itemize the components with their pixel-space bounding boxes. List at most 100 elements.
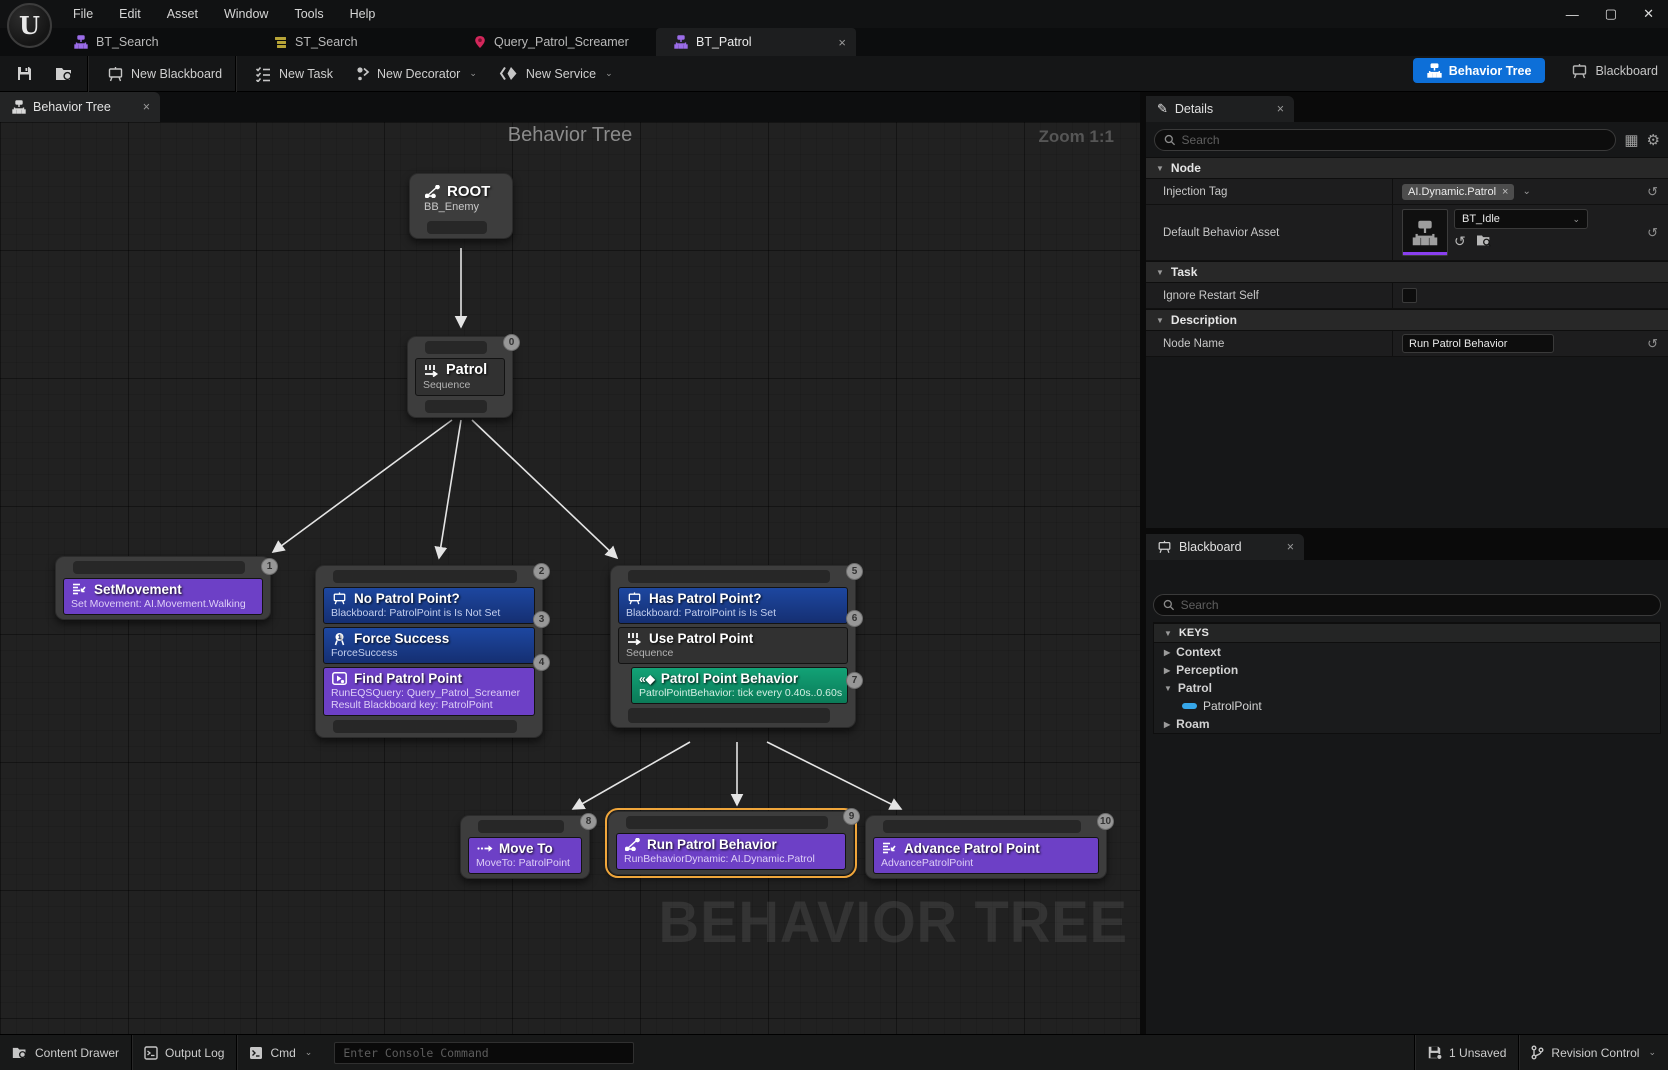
details-search[interactable] — [1154, 129, 1616, 151]
blackboard-key-roam[interactable]: ▶ Roam — [1154, 715, 1660, 733]
ignore-restart-self-checkbox[interactable] — [1402, 288, 1417, 303]
service-patrol-point-behavior[interactable]: «◆ Patrol Point Behavior PatrolPointBeha… — [631, 667, 848, 704]
save-unsaved-icon — [1427, 1045, 1442, 1060]
asset-thumbnail[interactable] — [1402, 209, 1448, 256]
expand-arrow-icon[interactable]: ▶ — [1164, 720, 1170, 729]
input-pin[interactable] — [478, 820, 564, 833]
menu-window[interactable]: Window — [211, 0, 281, 28]
node-move-to[interactable]: 8 Move To MoveTo: PatrolPoint — [460, 815, 590, 879]
blackboard-key-patrolpoint[interactable]: PatrolPoint — [1154, 697, 1660, 715]
reset-to-default-icon[interactable]: ↺ — [1647, 336, 1658, 352]
node-subtitle: Blackboard: PatrolPoint is Is Set — [626, 607, 839, 619]
injection-tag-chip[interactable]: AI.Dynamic.Patrol × — [1402, 184, 1514, 200]
blackboard-key-patrol[interactable]: ▼ Patrol — [1154, 679, 1660, 697]
node-subtitle: ForceSuccess — [331, 647, 526, 659]
node-advance-patrol-point[interactable]: 10 Advance Patrol Point AdvancePatrolPoi… — [865, 815, 1107, 879]
section-task[interactable]: ▼ Task — [1146, 261, 1668, 283]
new-service-button[interactable]: New Service ⌄ — [488, 56, 624, 92]
minimize-icon[interactable]: — — [1566, 7, 1579, 22]
tab-query-patrol-screamer[interactable]: Query_Patrol_Screamer — [456, 28, 656, 56]
node-has-patrol-point-group[interactable]: 5 6 7 Has Patrol Point? Blackboard: Patr… — [610, 565, 856, 728]
menu-help[interactable]: Help — [337, 0, 389, 28]
chevron-down-icon[interactable]: ⌄ — [605, 68, 613, 79]
section-description[interactable]: ▼ Description — [1146, 309, 1668, 331]
tab-st-search[interactable]: ST_Search — [256, 28, 456, 56]
decorator-no-patrol-point[interactable]: No Patrol Point? Blackboard: PatrolPoint… — [323, 587, 535, 624]
menu-asset[interactable]: Asset — [154, 0, 211, 28]
close-icon[interactable]: ✕ — [1643, 6, 1654, 22]
decorator-force-success[interactable]: 1 Force Success ForceSuccess — [323, 627, 535, 664]
output-pin[interactable] — [628, 708, 830, 723]
tab-close-icon[interactable]: × — [838, 35, 846, 50]
keys-header[interactable]: ▼ KEYS — [1154, 623, 1660, 643]
tab-bt-search[interactable]: BT_Search — [56, 28, 256, 56]
graph-tab-behavior-tree[interactable]: Behavior Tree × — [0, 92, 160, 122]
maximize-icon[interactable]: ▢ — [1605, 6, 1617, 22]
node-patrol[interactable]: 0 Patrol Sequence — [407, 336, 513, 418]
chevron-down-icon[interactable]: ⌄ — [1648, 1047, 1656, 1058]
expand-arrow-icon[interactable]: ▼ — [1164, 684, 1172, 693]
use-selected-asset-icon[interactable]: ↺ — [1454, 233, 1466, 250]
new-task-button[interactable]: New Task — [244, 56, 344, 92]
blackboard-key-context[interactable]: ▶ Context — [1154, 643, 1660, 661]
node-set-movement[interactable]: 1 SetMovement Set Movement: AI.Movement.… — [55, 556, 271, 620]
blackboard-icon — [1571, 63, 1588, 79]
reset-to-default-icon[interactable]: ↺ — [1647, 225, 1658, 241]
behavior-tree-mode-button[interactable]: Behavior Tree — [1413, 58, 1546, 83]
node-root[interactable]: ROOT BB_Enemy — [409, 173, 513, 239]
section-node[interactable]: ▼ Node — [1146, 157, 1668, 179]
state-tree-icon — [274, 36, 287, 49]
output-log-button[interactable]: Output Log — [132, 1035, 236, 1070]
revision-control-button[interactable]: Revision Control ⌄ — [1519, 1035, 1668, 1070]
node-name-input[interactable] — [1402, 334, 1554, 353]
menu-tools[interactable]: Tools — [281, 0, 336, 28]
tab-bt-patrol-active[interactable]: BT_Patrol × — [656, 28, 856, 56]
new-decorator-button[interactable]: New Decorator ⌄ — [344, 56, 488, 92]
chevron-down-icon[interactable]: ⌄ — [305, 1047, 313, 1058]
blackboard-panel-tab[interactable]: Blackboard × — [1146, 534, 1304, 560]
expand-arrow-icon[interactable]: ▶ — [1164, 648, 1170, 657]
node-run-patrol-behavior[interactable]: 9 Run Patrol Behavior RunBehaviorDynamic… — [608, 811, 854, 875]
blackboard-search-input[interactable] — [1181, 598, 1651, 612]
details-search-input[interactable] — [1182, 133, 1607, 147]
console-command-input[interactable] — [334, 1042, 634, 1064]
new-blackboard-button[interactable]: New Blackboard — [96, 56, 233, 92]
default-behavior-asset-dropdown[interactable]: BT_Idle ⌄ — [1454, 209, 1588, 229]
reset-to-default-icon[interactable]: ↺ — [1647, 184, 1658, 200]
graph-canvas[interactable]: Behavior Tree Zoom 1:1 BEHAVIOR TREE ROO… — [0, 122, 1140, 1034]
input-pin[interactable] — [333, 570, 517, 583]
unsaved-assets-button[interactable]: 1 Unsaved — [1415, 1035, 1518, 1070]
input-pin[interactable] — [626, 816, 828, 829]
display-filter-icon[interactable]: ▦ — [1624, 131, 1638, 149]
menu-edit[interactable]: Edit — [106, 0, 154, 28]
output-pin[interactable] — [425, 400, 487, 413]
cmd-dropdown-button[interactable]: Cmd ⌄ — [237, 1035, 324, 1070]
save-button[interactable] — [0, 56, 44, 92]
input-pin[interactable] — [73, 561, 245, 574]
output-pin[interactable] — [427, 221, 487, 234]
details-panel-tab[interactable]: ✎ Details × — [1146, 96, 1294, 122]
browse-button[interactable] — [44, 56, 85, 92]
input-pin[interactable] — [425, 341, 487, 354]
composite-use-patrol-point[interactable]: Use Patrol Point Sequence — [618, 627, 848, 664]
output-pin[interactable] — [333, 720, 517, 733]
content-drawer-button[interactable]: Content Drawer — [0, 1035, 131, 1070]
input-pin[interactable] — [628, 570, 830, 583]
details-tab-close-icon[interactable]: × — [1263, 102, 1284, 116]
blackboard-mode-button[interactable]: Blackboard — [1571, 63, 1658, 79]
input-pin[interactable] — [883, 820, 1081, 833]
chip-close-icon[interactable]: × — [1502, 186, 1508, 198]
blackboard-search[interactable] — [1153, 594, 1661, 616]
settings-gear-icon[interactable]: ⚙ — [1647, 131, 1660, 149]
blackboard-tab-close-icon[interactable]: × — [1273, 540, 1294, 554]
blackboard-key-perception[interactable]: ▶ Perception — [1154, 661, 1660, 679]
graph-tab-close-icon[interactable]: × — [143, 100, 150, 114]
menu-file[interactable]: File — [60, 0, 106, 28]
expand-arrow-icon[interactable]: ▶ — [1164, 666, 1170, 675]
chevron-down-icon[interactable]: ⌄ — [1522, 186, 1530, 197]
chevron-down-icon[interactable]: ⌄ — [469, 68, 477, 79]
decorator-has-patrol-point[interactable]: Has Patrol Point? Blackboard: PatrolPoin… — [618, 587, 848, 624]
task-find-patrol-point[interactable]: Find Patrol Point RunEQSQuery: Query_Pat… — [323, 667, 535, 716]
browse-to-asset-icon[interactable] — [1476, 233, 1492, 247]
node-no-patrol-point-group[interactable]: 2 3 4 No Patrol Point? Blackboard: Patro… — [315, 565, 543, 738]
